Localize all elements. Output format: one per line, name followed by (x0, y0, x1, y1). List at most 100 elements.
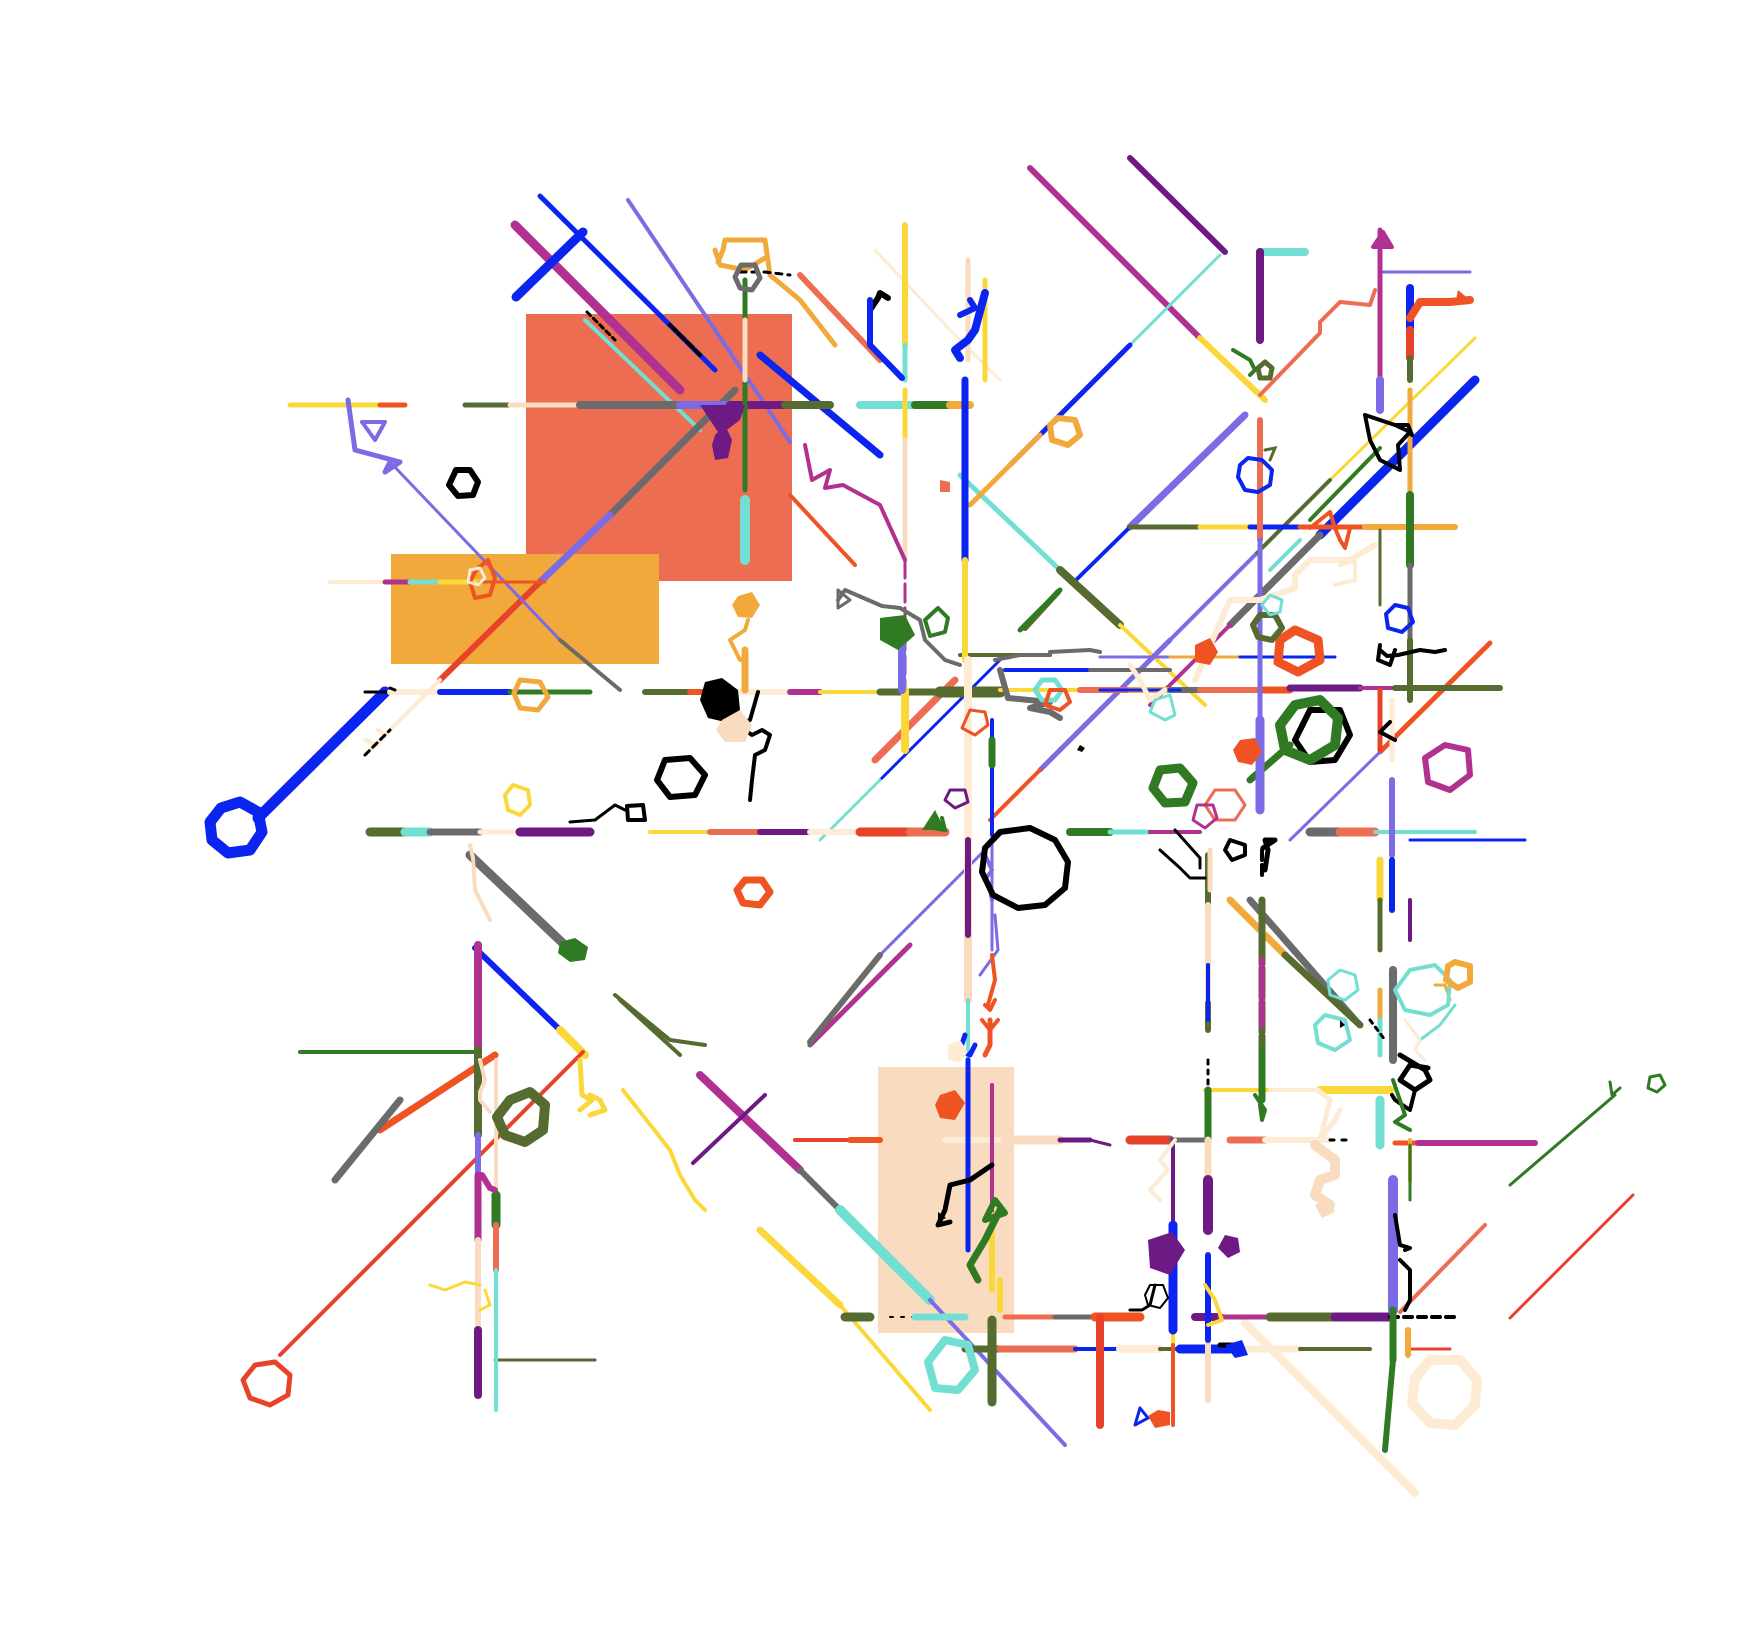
hexagon-outline (923, 606, 950, 638)
heptagon-outline (733, 876, 774, 909)
diagonal-line (1197, 335, 1268, 403)
circle-outline (1144, 1284, 1169, 1309)
squiggle (577, 1057, 595, 1113)
diagonal-line (331, 1096, 404, 1184)
outline-shapes (204, 230, 1667, 1430)
circle-outline (503, 783, 532, 817)
dash-mark (1368, 1018, 1387, 1042)
diagonal-line (696, 1071, 804, 1174)
squiggle (1310, 1140, 1340, 1210)
squiggle (1128, 1283, 1157, 1312)
filled-blob (940, 480, 950, 492)
filled-blob (700, 678, 740, 722)
diagonal-line (948, 328, 1002, 382)
square-outline (625, 803, 647, 822)
filled-triangle (922, 810, 945, 830)
hexagon-outline (1148, 763, 1198, 808)
squiggle (1262, 847, 1271, 873)
squiggle (738, 270, 792, 277)
squiggle (993, 648, 1102, 662)
hexagon-outline (1326, 968, 1360, 1002)
diagonal-line (1127, 155, 1228, 255)
diagonal-line (1056, 566, 1124, 629)
hexagon-outline (1273, 625, 1325, 677)
squiggle (1403, 1018, 1427, 1062)
diagonal-line (797, 1167, 843, 1213)
squiggle (978, 913, 1000, 977)
squiggle (388, 686, 397, 692)
filled-blob (1225, 1340, 1248, 1358)
squiggle (360, 420, 387, 442)
circle-outline (1191, 803, 1219, 830)
circle-outline (1236, 456, 1274, 494)
squiggle (986, 953, 997, 1007)
squiggle (363, 728, 392, 757)
salmon-rectangle (526, 314, 792, 581)
decagon-outline (1393, 963, 1452, 1017)
filled-hexagon (935, 1090, 965, 1120)
diagonal-line (928, 1298, 1067, 1447)
diagonal-line (278, 1050, 585, 1357)
filled-blob (948, 1040, 968, 1062)
squiggle (1398, 1258, 1412, 1312)
squiggle (428, 1280, 482, 1292)
squiggle (1308, 510, 1352, 550)
diagonal-line (1328, 336, 1477, 482)
circle-outline (1646, 1073, 1667, 1094)
diagonal-line (878, 833, 1002, 957)
filled-blob (1315, 1200, 1335, 1218)
filled-blob (1195, 638, 1218, 665)
squiggle (867, 297, 905, 381)
diagonal-line (388, 460, 562, 642)
diagonal-line (1037, 637, 1173, 773)
hexagon-outline (654, 755, 708, 800)
diagonal-line (957, 472, 1063, 573)
squiggle (803, 443, 907, 562)
diagonal-line (558, 638, 622, 692)
squiggle (1376, 643, 1397, 667)
diagonal-line (1377, 640, 1493, 755)
diagonal-line (1281, 951, 1364, 1029)
squiggle (1418, 1003, 1457, 1042)
diagonal-line (1027, 165, 1203, 341)
circle-outline (1043, 688, 1072, 712)
squiggle (587, 1092, 608, 1118)
squiggle (613, 993, 707, 1047)
squiggle (1158, 848, 1207, 880)
hexagon-outline (1292, 707, 1353, 765)
vertical-line (1382, 1357, 1396, 1453)
circle-outline (1260, 593, 1284, 617)
diagonal-line (465, 850, 575, 955)
squiggle (836, 588, 852, 610)
diagonal-line (807, 952, 883, 1045)
filled-blob (938, 1212, 946, 1222)
orange-rectangle (391, 554, 659, 664)
squiggle (478, 1058, 492, 1114)
diagonal-line (756, 1226, 844, 1309)
hexagon-outline (1422, 742, 1473, 793)
filled-pentagon (1148, 1232, 1185, 1275)
squiggle (1393, 423, 1414, 437)
diagonal-line (967, 432, 1043, 508)
filled-blob (700, 405, 745, 435)
squiggle (1148, 1138, 1177, 1202)
circle-outline (466, 566, 487, 587)
squiggle (966, 1206, 1004, 1284)
octagon-outline (1407, 1355, 1482, 1430)
diagonal-line (510, 220, 685, 395)
polylines (345, 237, 1622, 1353)
diagonal-line (1226, 896, 1289, 959)
diagonal-line (1017, 587, 1063, 633)
squiggle (1378, 648, 1447, 658)
diagonal-line (1073, 525, 1132, 583)
squiggle (1260, 837, 1278, 851)
circle-outline (1032, 677, 1065, 703)
filled-blob (1148, 1410, 1170, 1428)
small-marks (585, 232, 1391, 1042)
squiggle (982, 1197, 1008, 1223)
diagonal-line (1168, 553, 1257, 642)
filled-circle (1218, 1235, 1240, 1258)
filled-shapes (558, 290, 1470, 1428)
dash-mark (668, 323, 702, 357)
